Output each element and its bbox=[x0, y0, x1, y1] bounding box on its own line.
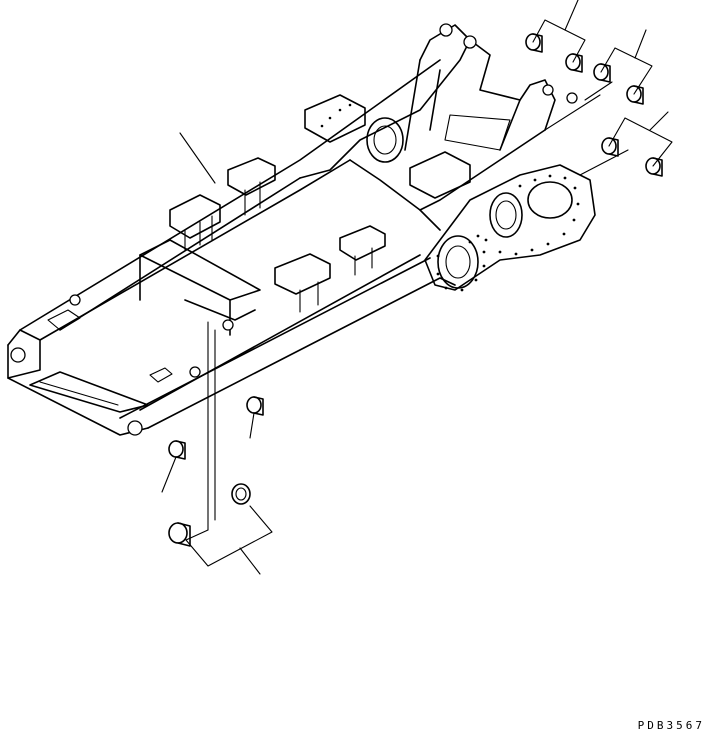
bushing-upper-1 bbox=[525, 33, 583, 73]
bushing-upper-3 bbox=[601, 137, 663, 177]
roller-guard-brackets bbox=[47, 94, 511, 383]
bolt-hole-pattern bbox=[320, 103, 580, 292]
leader-lines bbox=[161, 0, 673, 575]
bushing-lower-left bbox=[168, 440, 186, 460]
drawing-reference-code: PDB3567 bbox=[637, 719, 705, 732]
bushing-upper-2 bbox=[593, 63, 644, 105]
track-frame-main-body bbox=[7, 23, 596, 436]
bushing-lower-right bbox=[246, 396, 264, 416]
bushing-lower-pair bbox=[168, 483, 251, 547]
